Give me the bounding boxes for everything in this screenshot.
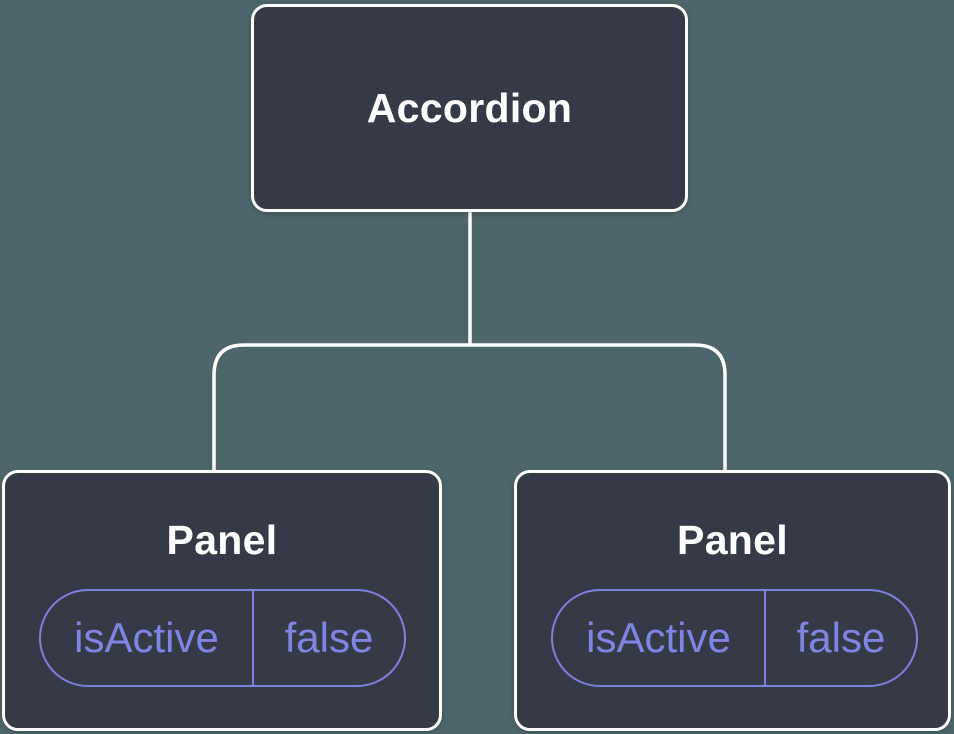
connector-branch <box>212 343 727 470</box>
state-name: isActive <box>41 591 254 685</box>
node-accordion-label: Accordion <box>366 84 573 131</box>
node-panel-label: Panel <box>166 517 278 563</box>
node-accordion: Accordion <box>251 4 688 212</box>
state-pill: isActive false <box>551 589 918 687</box>
state-value: false <box>796 614 886 661</box>
node-panel-left: Panel isActive false <box>2 470 442 731</box>
state-value: false <box>284 614 374 661</box>
state-pill: isActive false <box>39 589 406 687</box>
state-name: isActive <box>553 591 766 685</box>
node-panel-label: Panel <box>677 517 788 563</box>
node-panel-right: Panel isActive false <box>514 470 951 731</box>
